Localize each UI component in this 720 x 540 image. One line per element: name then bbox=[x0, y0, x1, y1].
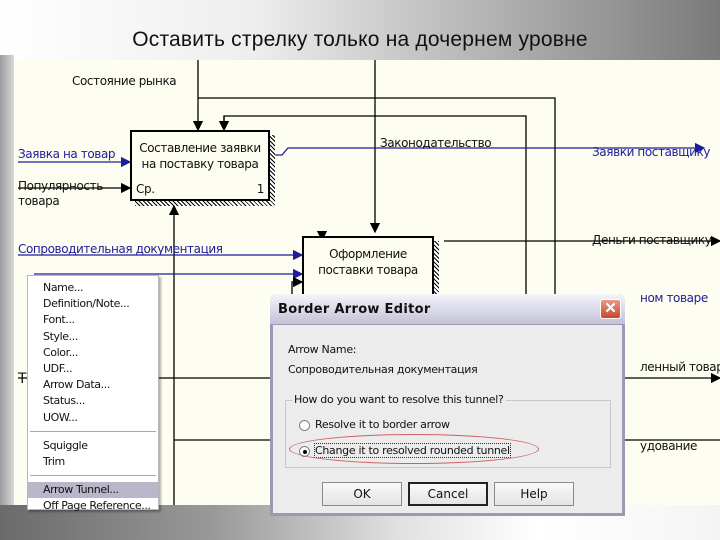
menu-item-uow[interactable]: UOW... bbox=[43, 410, 78, 424]
close-icon[interactable]: ✕ bbox=[600, 299, 621, 319]
border-arrow-editor-dialog: Border Arrow Editor ✕ Arrow Name: Сопров… bbox=[270, 294, 625, 516]
label-popularity-2: товара bbox=[18, 194, 60, 208]
menu-item-font[interactable]: Font... bbox=[43, 313, 75, 327]
label-legislation: Законодательство bbox=[380, 136, 492, 150]
dialog-title: Border Arrow Editor bbox=[278, 302, 431, 317]
help-button[interactable]: Help bbox=[494, 482, 574, 506]
label-partial-equipment: удование bbox=[640, 439, 697, 453]
cancel-button[interactable]: Cancel bbox=[408, 482, 488, 506]
arrow-name-label: Arrow Name: bbox=[288, 343, 357, 356]
box1-title-2: на поставку товара bbox=[141, 157, 259, 171]
menu-item-style[interactable]: Style... bbox=[43, 329, 78, 343]
label-accompanying-docs: Сопроводительная документация bbox=[18, 242, 223, 256]
label-order-for-goods: Заявка на товар bbox=[18, 147, 116, 161]
menu-item-arrow-data[interactable]: Arrow Data... bbox=[43, 378, 110, 392]
menu-item-trim[interactable]: Trim bbox=[43, 454, 65, 468]
label-orders-to-supplier: Заявки поставщику bbox=[592, 145, 711, 159]
radio-label-resolve-border-arrow[interactable]: Resolve it to border arrow bbox=[315, 418, 450, 431]
menu-item-color[interactable]: Color... bbox=[43, 345, 78, 359]
arrow-context-menu: Name... Definition/Note... Font... Style… bbox=[27, 275, 159, 512]
box2-title-2: поставки товара bbox=[318, 263, 418, 277]
box2-title-1: Оформление bbox=[329, 247, 407, 261]
box1-cost: Ср. bbox=[136, 182, 155, 196]
label-partial-t: Т bbox=[18, 371, 27, 387]
box1-number: 1 bbox=[256, 182, 265, 196]
resolve-tunnel-question: How do you want to resolve this tunnel? bbox=[292, 393, 506, 406]
slide-left-bar bbox=[0, 55, 14, 505]
menu-separator bbox=[30, 430, 156, 432]
menu-item-name[interactable]: Name... bbox=[43, 281, 84, 294]
slide-title: Оставить стрелку только на дочернем уров… bbox=[132, 28, 588, 51]
activity-box-1[interactable]: Составление заявки на поставку товара Ср… bbox=[130, 130, 270, 201]
ok-button[interactable]: OK bbox=[322, 482, 402, 506]
radio-resolve-border-arrow[interactable] bbox=[299, 420, 310, 431]
label-partial-goods-info: ном товаре bbox=[640, 291, 708, 305]
label-popularity-1: Популярность bbox=[18, 179, 103, 193]
resolve-tunnel-group: How do you want to resolve this tunnel? bbox=[285, 393, 611, 468]
box1-title-1: Составление заявки bbox=[139, 141, 261, 155]
label-money-to-supplier: Деньги поставщику bbox=[592, 233, 712, 247]
dialog-title-bar[interactable]: Border Arrow Editor ✕ bbox=[270, 294, 625, 325]
menu-item-definition-note[interactable]: Definition/Note... bbox=[43, 297, 130, 311]
menu-item-off-page-reference[interactable]: Off Page Reference... bbox=[43, 499, 151, 513]
menu-item-arrow-tunnel[interactable]: Arrow Tunnel... bbox=[28, 482, 158, 499]
activity-box-2[interactable]: Оформление поставки товара bbox=[302, 236, 434, 296]
menu-item-status[interactable]: Status... bbox=[43, 394, 85, 408]
label-partial-goods: ленный товар bbox=[640, 360, 720, 374]
menu-separator bbox=[30, 475, 156, 477]
label-market-state: Состояние рынка bbox=[72, 74, 177, 88]
highlight-ellipse bbox=[289, 434, 539, 464]
menu-item-squiggle[interactable]: Squiggle bbox=[43, 438, 88, 452]
menu-item-udf[interactable]: UDF... bbox=[43, 361, 73, 375]
arrow-name-value: Сопроводительная документация bbox=[288, 363, 478, 376]
